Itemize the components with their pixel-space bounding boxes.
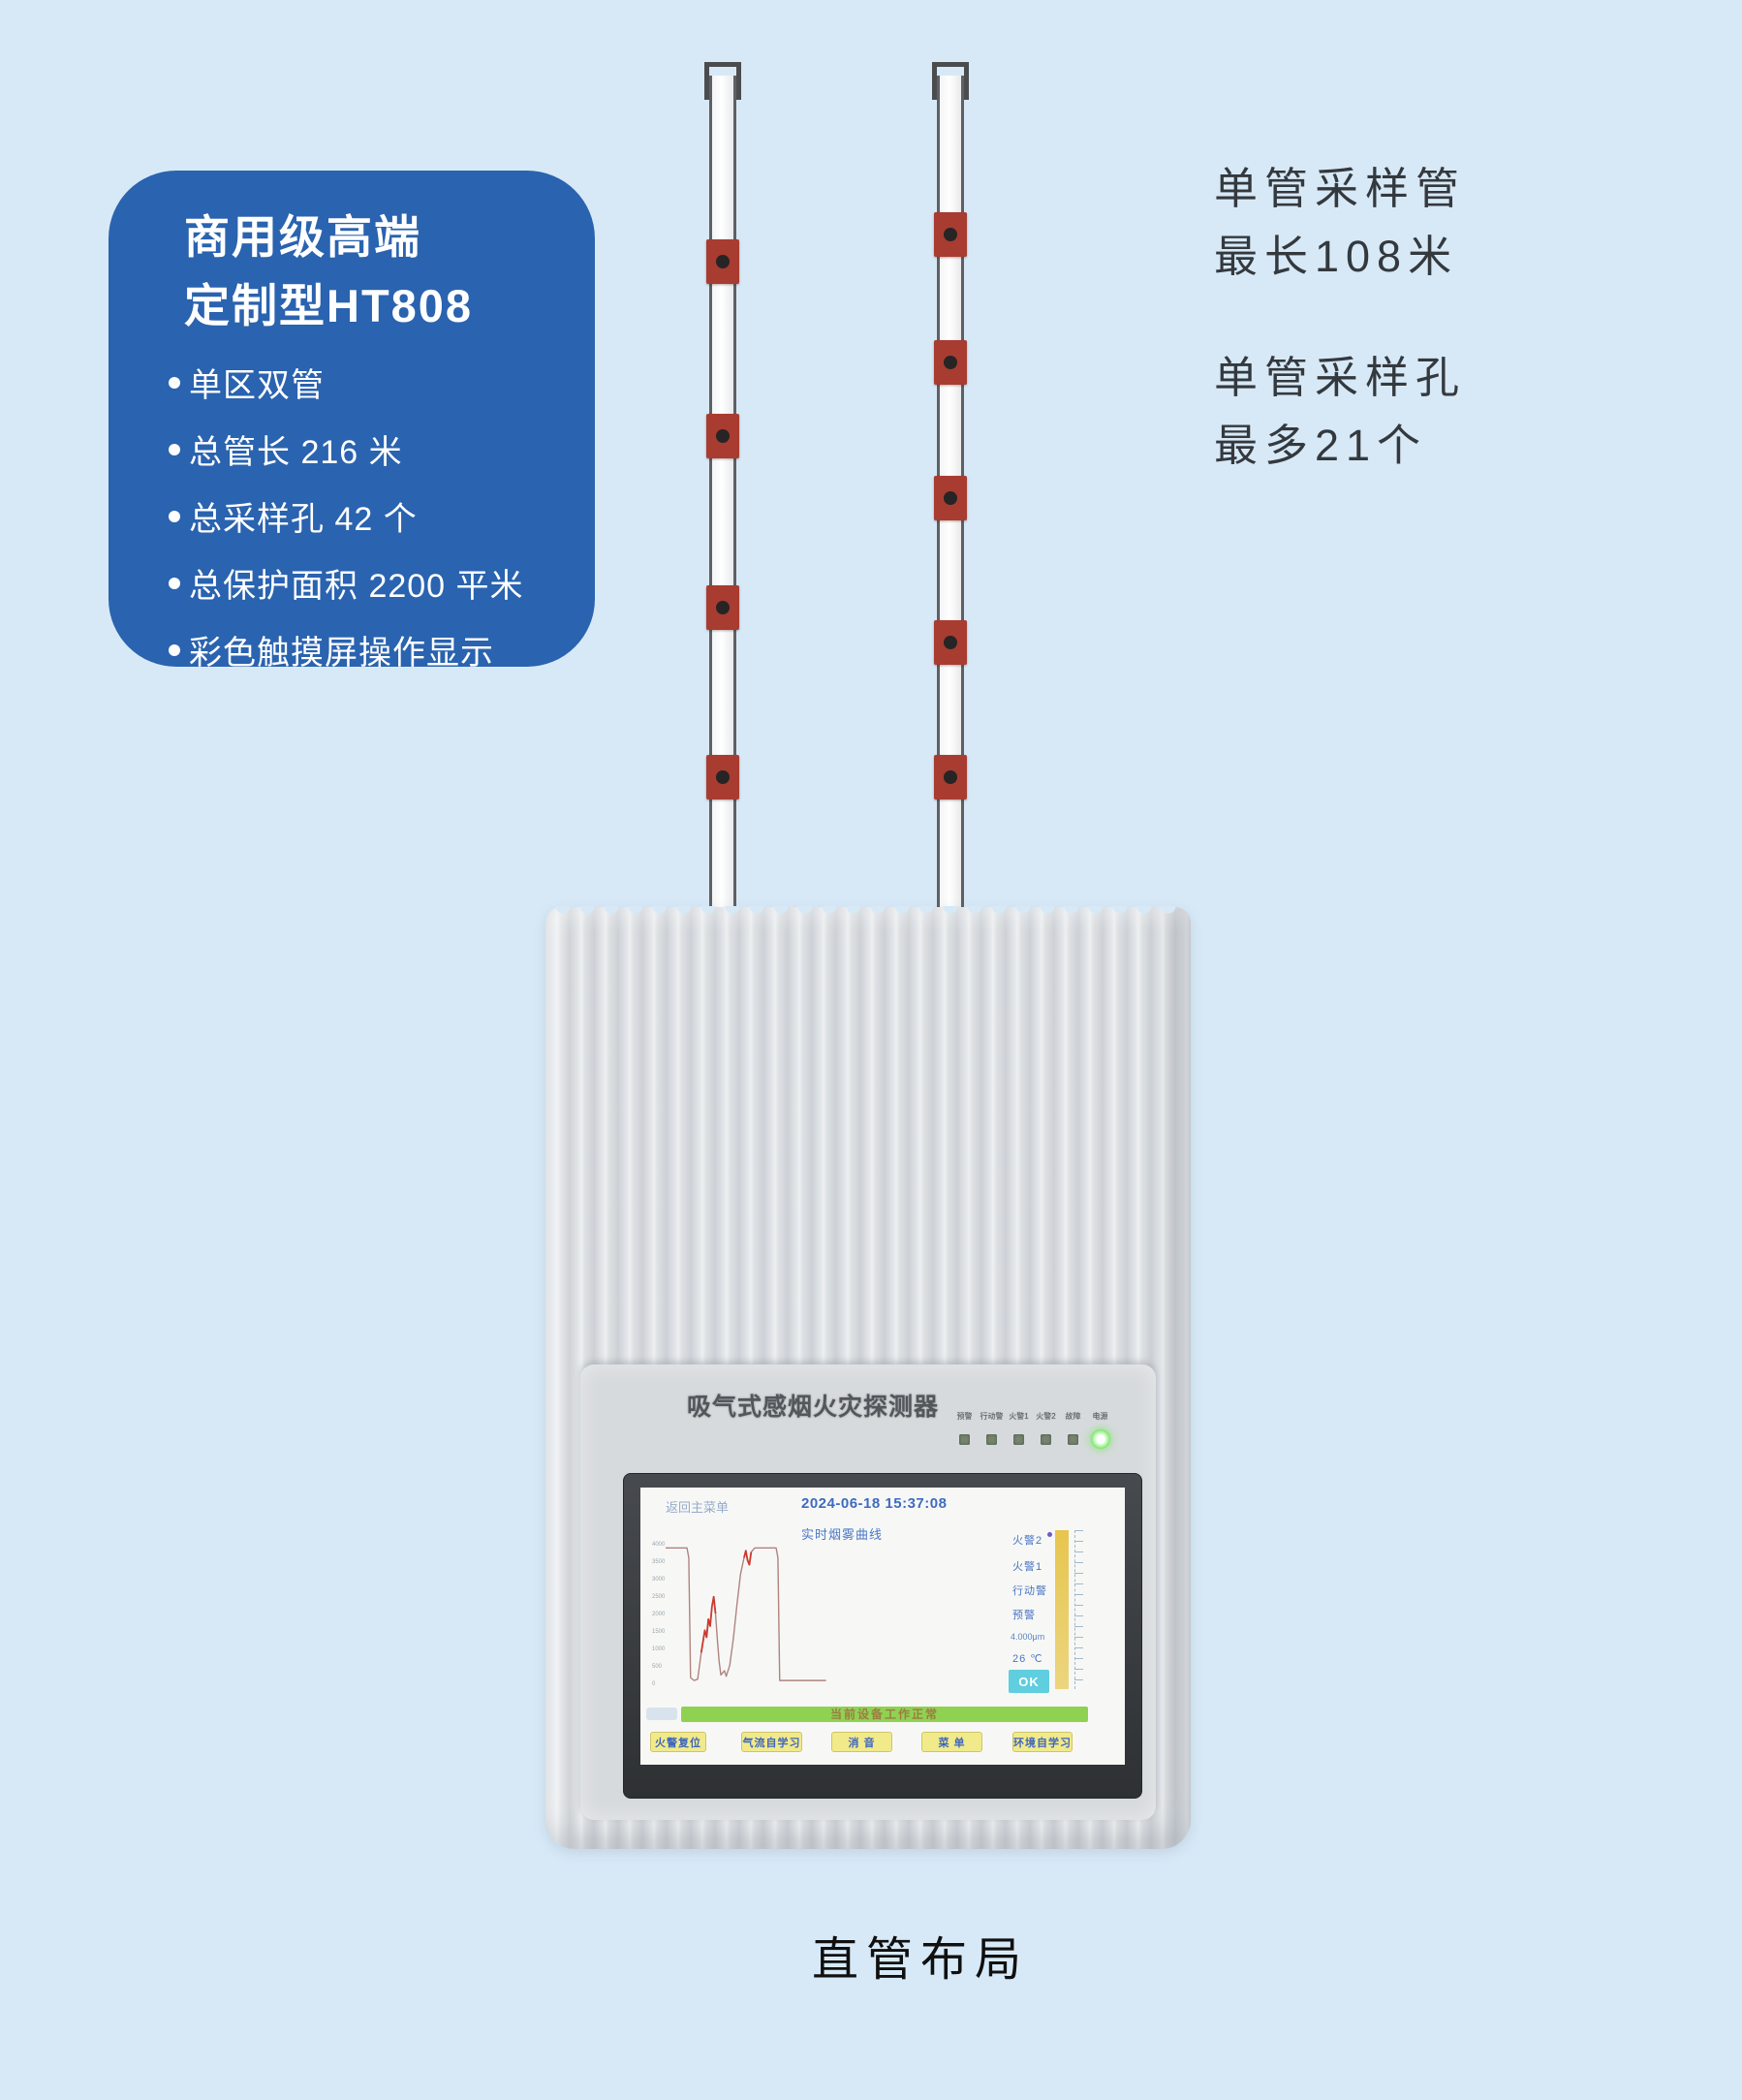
chart-y-tick: 2000: [652, 1612, 666, 1617]
screen-chart-title: 实时烟雾曲线: [801, 1527, 884, 1542]
smoke-curve-chart: 4000 3500 3000 2500 2000 1500 1000 500 0: [652, 1542, 826, 1687]
corrugated-top-edge: [551, 906, 1185, 920]
bullet-dot-icon: [169, 510, 180, 522]
spec-bullet-2: 总采样孔 42 个: [169, 483, 524, 549]
temperature-value: 26 ℃: [1012, 1653, 1043, 1665]
screen-button-3[interactable]: 菜 单: [921, 1732, 982, 1752]
screen-button-2[interactable]: 消 音: [831, 1732, 892, 1752]
chart-y-tick: 3000: [652, 1577, 666, 1583]
smoke-curve: [666, 1547, 826, 1681]
led-indicator-4: 故障: [1062, 1411, 1084, 1450]
sampling-hole-marker: [934, 476, 967, 520]
bullet-dot-icon: [169, 643, 180, 656]
led-label: 火警2: [1036, 1412, 1056, 1421]
led-indicator-5: 电源: [1089, 1411, 1111, 1450]
spec-bullet-label: 总保护面积 2200 平米: [189, 568, 524, 605]
chart-y-tick: 3500: [652, 1559, 666, 1565]
led-indicator-3: 火警2: [1035, 1411, 1057, 1450]
sampling-hole-marker: [706, 239, 739, 284]
led-indicator-0: 预警: [953, 1411, 976, 1450]
layout-caption: 直管布局: [811, 1934, 1029, 1986]
spec-card-title-line1: 商用级高端: [184, 211, 421, 263]
pipe-note-line1: 单管采样管: [1214, 164, 1467, 213]
screen-button-1[interactable]: 气流自学习: [741, 1732, 802, 1752]
led-label: 行动警: [980, 1412, 1004, 1421]
screen-button-4[interactable]: 环境自学习: [1012, 1732, 1073, 1752]
spec-bullet-label: 总管长 216 米: [189, 434, 403, 471]
sampling-pipe-left: [704, 62, 741, 923]
chart-y-tick: 0: [652, 1681, 656, 1687]
led-indicator-2: 火警1: [1008, 1411, 1030, 1450]
spec-bullet-label: 单区双管: [189, 367, 325, 404]
touchscreen[interactable]: 返回主菜单 2024-06-18 15:37:08 实时烟雾曲线 4000 350…: [640, 1488, 1125, 1765]
bargraph-scale: [1074, 1530, 1083, 1689]
alarm-level-label-3: 预警: [1012, 1610, 1036, 1621]
chart-y-tick: 4000: [652, 1542, 666, 1548]
bullet-dot-icon: [169, 376, 180, 389]
touchscreen-bezel: 返回主菜单 2024-06-18 15:37:08 实时烟雾曲线 4000 350…: [623, 1473, 1142, 1799]
spec-card: 商用级高端 定制型HT808 单区双管总管长 216 米总采样孔 42 个总保护…: [109, 171, 595, 672]
alarm-level-label-2: 行动警: [1012, 1585, 1047, 1597]
spec-card-title-line2: 定制型HT808: [184, 279, 474, 331]
screen-datetime: 2024-06-18 15:37:08: [801, 1495, 948, 1512]
hole-count-note: 单管采样孔 最多21个: [1214, 344, 1466, 480]
sampling-hole-marker: [934, 340, 967, 385]
pipe-end-bracket-icon: [932, 62, 969, 100]
chart-y-tick: 2500: [652, 1594, 666, 1600]
ok-button[interactable]: OK: [1009, 1670, 1049, 1693]
pipe-length-note: 单管采样管 最长108米: [1214, 155, 1466, 291]
bullet-dot-icon: [169, 577, 180, 589]
led-off-icon: [986, 1433, 997, 1445]
led-indicator-block: 预警行动警火警1 火警2 故障 电源: [953, 1411, 1111, 1450]
led-off-icon: [1068, 1433, 1078, 1445]
spec-bullet-4: 彩色触摸屏操作显示: [169, 616, 524, 683]
power-led-on-icon: [1090, 1429, 1110, 1449]
spec-bullet-0: 单区双管: [169, 349, 524, 416]
led-label: 故障: [1065, 1412, 1081, 1421]
led-label: 电源: [1092, 1412, 1108, 1421]
sampling-hole-marker: [934, 620, 967, 665]
sampling-hole-marker: [934, 755, 967, 799]
spec-bullet-label: 总采样孔 42 个: [189, 501, 418, 538]
chart-y-tick: 1000: [652, 1646, 666, 1652]
status-bar: 当前设备工作正常: [681, 1707, 1088, 1722]
alarm-level-label-1: 火警1: [1012, 1561, 1043, 1573]
spec-bullet-list: 单区双管总管长 216 米总采样孔 42 个总保护面积 2200 平米彩色触摸屏…: [169, 349, 524, 683]
chart-y-tick: 1500: [652, 1629, 666, 1635]
alarm-level-label-0: 火警2: [1012, 1535, 1043, 1547]
bullet-dot-icon: [169, 443, 180, 455]
sampling-hole-marker: [934, 212, 967, 257]
sampling-hole-marker: [706, 585, 739, 630]
bar-marker-icon: [1047, 1532, 1052, 1537]
status-label-ghost: [646, 1708, 677, 1720]
spec-bullet-label: 彩色触摸屏操作显示: [189, 635, 494, 672]
sampling-pipe-right: [932, 62, 969, 923]
hole-note-line1: 单管采样孔: [1214, 353, 1467, 402]
led-indicator-1: 行动警: [980, 1411, 1004, 1450]
level-bargraph: [1055, 1530, 1069, 1689]
screen-button-0[interactable]: 火警复位: [650, 1732, 706, 1752]
smoke-curve: [700, 1595, 717, 1653]
smoke-curve: [743, 1550, 753, 1566]
spec-bullet-3: 总保护面积 2200 平米: [169, 549, 524, 616]
spec-card-title: 商用级高端 定制型HT808: [184, 204, 473, 340]
hole-note-line2: 最多21个: [1214, 420, 1428, 470]
led-label: 火警1: [1009, 1412, 1029, 1421]
led-off-icon: [959, 1433, 970, 1445]
sampling-hole-marker: [706, 414, 739, 458]
panel-title: 吸气式感烟火灾探测器: [687, 1394, 940, 1421]
back-to-menu-button[interactable]: 返回主菜单: [666, 1500, 730, 1515]
threshold-value: 4.000μm: [1011, 1632, 1045, 1642]
spec-bullet-1: 总管长 216 米: [169, 416, 524, 483]
led-label: 预警: [956, 1412, 973, 1421]
sampling-hole-marker: [706, 755, 739, 799]
led-off-icon: [1041, 1433, 1051, 1445]
pipe-note-line2: 最长108米: [1214, 231, 1459, 281]
pipe-end-bracket-icon: [704, 62, 741, 100]
led-off-icon: [1013, 1433, 1024, 1445]
chart-y-tick: 500: [652, 1664, 663, 1670]
